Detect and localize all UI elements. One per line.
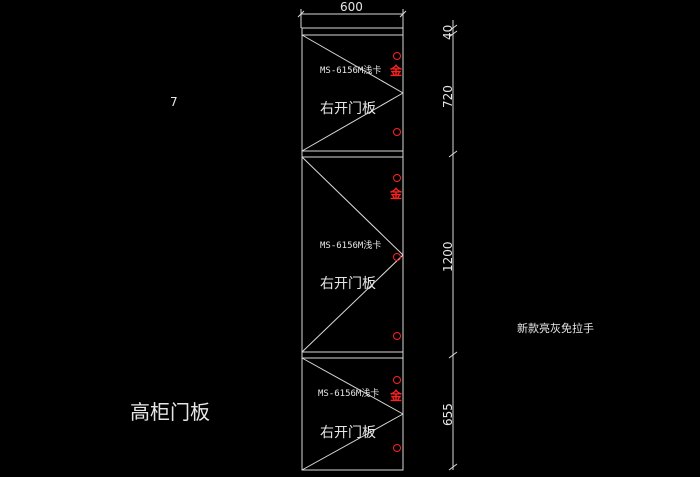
panel-2-label: 右开门板 <box>320 276 376 292</box>
door-panel-3: MS-6156M浅卡 金 右开门板 <box>301 357 404 471</box>
panel-1-model: MS-6156M浅卡 <box>320 64 381 76</box>
width-dimension-text: 600 <box>340 0 363 14</box>
door-panel-2: MS-6156M浅卡 金 右开门板 <box>301 156 404 359</box>
panel-2-marker: 金 <box>389 186 403 201</box>
width-tick-right <box>399 10 407 18</box>
panel-2-swing-line-bottom <box>301 254 404 353</box>
panel-2-model: MS-6156M浅卡 <box>320 239 381 251</box>
height-dimension-chain <box>448 20 458 471</box>
side-note: 新款亮灰免拉手 <box>517 321 594 335</box>
height-dim-720: 720 <box>441 85 455 108</box>
dim-tick-720 <box>448 150 458 158</box>
page-number: 7 <box>170 95 178 109</box>
panel-3-swing-line-top <box>301 357 404 415</box>
panel-1-swing-line-top <box>301 34 404 94</box>
drawing-title: 高柜门板 <box>130 400 210 424</box>
panel-2-swing-line-top <box>301 156 404 256</box>
dim-tick-1200 <box>448 351 458 359</box>
height-dim-40: 40 <box>441 25 455 40</box>
panel-3-model: MS-6156M浅卡 <box>318 387 379 399</box>
hinge-icon <box>393 253 401 261</box>
panel-1-marker: 金 <box>389 63 403 78</box>
width-tick-left <box>297 10 305 18</box>
width-dimension <box>297 9 407 28</box>
cabinet-frame <box>301 27 404 471</box>
hinge-icon <box>393 332 401 340</box>
panel-3-label: 右开门板 <box>320 425 376 441</box>
height-dim-655: 655 <box>441 403 455 426</box>
hinge-icon <box>393 128 401 136</box>
panel-1-swing-line-bottom <box>301 92 404 152</box>
door-panel-1: MS-6156M浅卡 金 右开门板 <box>301 34 404 158</box>
dim-tick-top <box>448 24 458 32</box>
height-dim-1200: 1200 <box>441 241 455 272</box>
hinge-icon <box>393 52 401 60</box>
dim-tick-655 <box>448 463 458 471</box>
panel-3-marker: 金 <box>389 388 403 403</box>
cabinet-outline <box>301 27 404 471</box>
hinge-icon <box>393 444 401 452</box>
panel-3-swing-line-bottom <box>301 413 404 471</box>
panel-1-label: 右开门板 <box>320 101 376 117</box>
hinge-icon <box>393 376 401 384</box>
dim-tick-40 <box>448 30 458 38</box>
hinge-icon <box>393 174 401 182</box>
